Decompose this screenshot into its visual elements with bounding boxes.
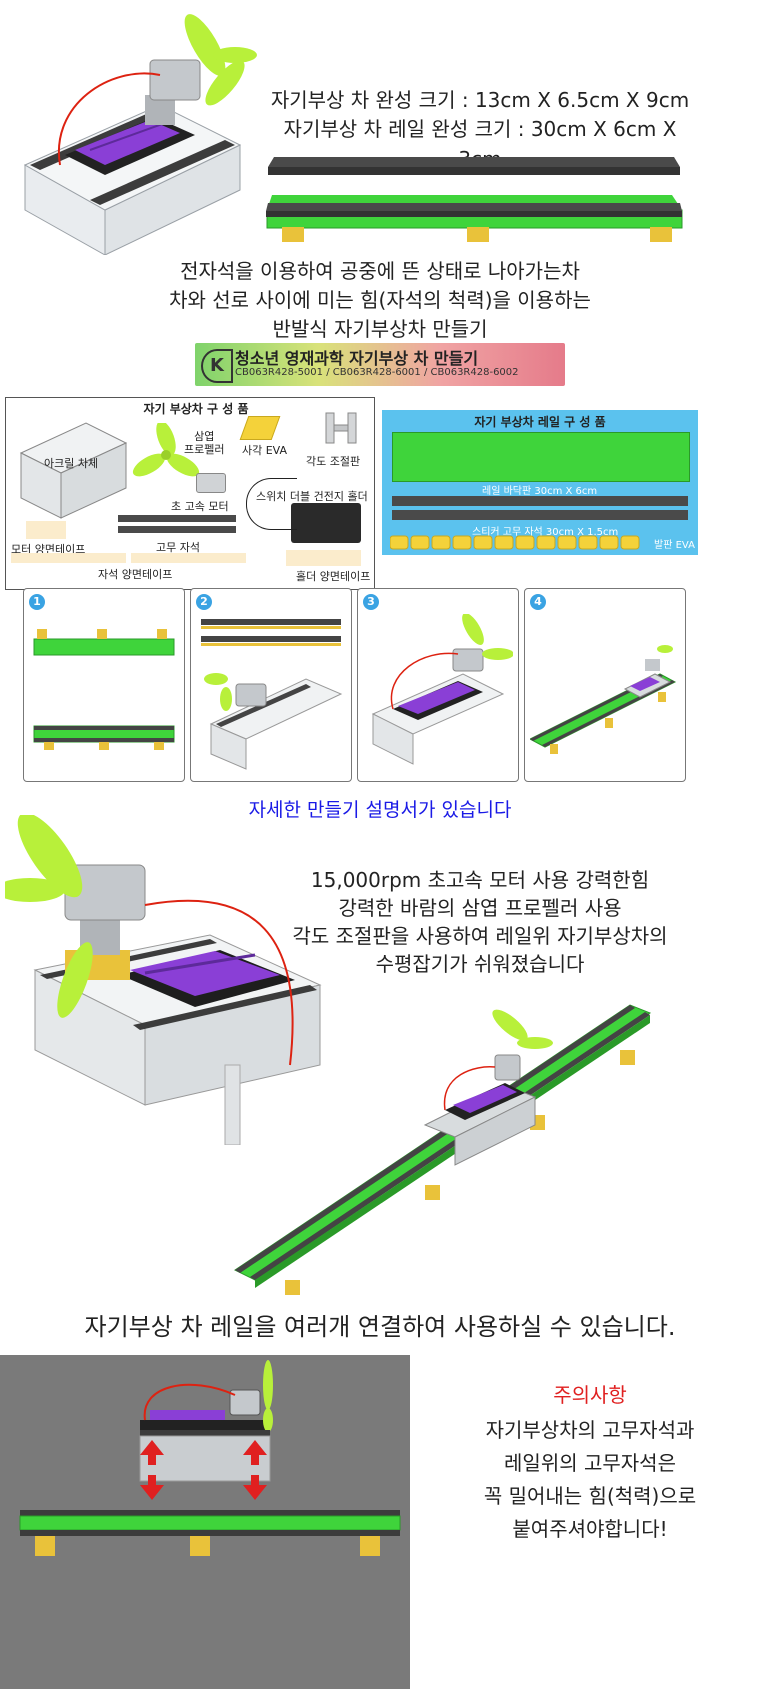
car-illustration-top bbox=[20, 5, 260, 256]
feature-line-4: 수평잡기가 쉬워졌습니다 bbox=[375, 952, 585, 976]
step-1-panel: 1 bbox=[23, 588, 185, 782]
motor-label: 초 고속 모터 bbox=[171, 500, 229, 513]
step-3-panel: 3 bbox=[357, 588, 519, 782]
step-4-number: 4 bbox=[530, 594, 546, 610]
kc-mark-icon: K bbox=[201, 349, 233, 383]
intro-line-3: 반발식 자기부상차 만들기 bbox=[272, 317, 488, 341]
caution-line-2: 레일위의 고무자석은 bbox=[504, 1451, 676, 1475]
rubber-magnet-image-1 bbox=[118, 515, 236, 522]
motor-tape-label: 모터 양면테이프 bbox=[11, 543, 86, 556]
repulsion-diagram bbox=[0, 1355, 410, 1689]
caution-line-4: 붙여주셔야합니다! bbox=[512, 1517, 668, 1541]
angle-plate-label: 각도 조절판 bbox=[306, 455, 361, 468]
sticker-magnet-label: 스티커 고무 자석 30cm X 1.5cm bbox=[472, 527, 619, 538]
car-parts-panel: 자기 부상차 구 성 품 아크릴 차체 삼엽 프로펠러 사각 EVA 각도 조절… bbox=[5, 397, 375, 590]
angle-plate-image bbox=[321, 408, 361, 448]
magnet-tape-label: 자석 양면테이프 bbox=[98, 568, 173, 581]
rail-illustration-top bbox=[262, 155, 690, 245]
long-rail-illustration bbox=[225, 995, 655, 1305]
square-eva-label: 사각 EVA bbox=[242, 444, 288, 457]
rail-floor-image bbox=[392, 432, 690, 482]
acrylic-body-image bbox=[16, 413, 131, 523]
propeller-image bbox=[131, 420, 201, 483]
propeller-label: 삼엽 프로펠러 bbox=[184, 430, 225, 456]
spec-line-1: 자기부상 차 완성 크기 : 13cm X 6.5cm X 9cm bbox=[270, 88, 690, 112]
motor-tape-image bbox=[26, 521, 66, 539]
step-4-panel: 4 bbox=[524, 588, 686, 782]
rubber-magnet-label: 고무 자석 bbox=[156, 541, 200, 554]
step-1-number: 1 bbox=[29, 594, 45, 610]
car-parts-title: 자기 부상차 구 성 품 bbox=[143, 402, 249, 416]
rail-floor-label: 레일 바닥판 30cm X 6cm bbox=[482, 486, 598, 497]
step-2-panel: 2 bbox=[190, 588, 352, 782]
rail-parts-panel: 자기 부상차 레일 구 성 품 레일 바닥판 30cm X 6cm 스티커 고무… bbox=[382, 410, 698, 555]
holder-tape-image bbox=[286, 550, 361, 566]
holder-wire bbox=[246, 478, 297, 530]
motor-image bbox=[196, 473, 226, 493]
rubber-magnet-image-2 bbox=[118, 526, 236, 533]
magnet-tape-image-1 bbox=[11, 553, 126, 563]
kc-codes: CB063R428-5001 / CB063R428-6001 / CB063R… bbox=[235, 367, 519, 378]
manual-note: 자세한 만들기 설명서가 있습니다 bbox=[248, 799, 512, 821]
square-eva-image bbox=[239, 416, 281, 440]
car-closeup-illustration bbox=[0, 812, 335, 1146]
sticker-magnet-image-1 bbox=[392, 496, 688, 506]
magnet-tape-image-2 bbox=[131, 553, 246, 563]
feature-line-3: 각도 조절판을 사용하여 레일위 자기부상차의 bbox=[292, 924, 668, 948]
caution-title: 주의사항 bbox=[553, 1383, 627, 1407]
step-2-number: 2 bbox=[196, 594, 212, 610]
feature-line-1: 15,000rpm 초고속 모터 사용 강력한힘 bbox=[310, 868, 650, 892]
step-3-number: 3 bbox=[363, 594, 379, 610]
caution-line-3: 꼭 밀어내는 힘(척력)으로 bbox=[483, 1484, 697, 1508]
intro-line-1: 전자석을 이용하여 공중에 뜬 상태로 나아가는차 bbox=[180, 259, 580, 283]
holder-tape-label: 홀더 양면테이프 bbox=[296, 570, 371, 583]
caution-line-1: 자기부상차의 고무자석과 bbox=[485, 1418, 695, 1442]
rail-parts-title: 자기 부상차 레일 구 성 품 bbox=[474, 415, 606, 429]
sticker-magnet-image-2 bbox=[392, 510, 688, 520]
kc-title: 청소년 영재과학 자기부상 차 만들기 bbox=[235, 349, 479, 368]
acrylic-body-label: 아크릴 차체 bbox=[44, 457, 99, 470]
connect-note: 자기부상 차 레일을 여러개 연결하여 사용하실 수 있습니다. bbox=[84, 1313, 676, 1341]
feature-line-2: 강력한 바람의 삼엽 프로펠러 사용 bbox=[338, 896, 622, 920]
intro-line-2: 차와 선로 사이에 미는 힘(자석의 척력)을 이용하는 bbox=[169, 288, 591, 312]
feet-eva-label: 발판 EVA bbox=[654, 540, 695, 551]
battery-holder-image bbox=[291, 503, 361, 543]
kc-certification-bar: K 청소년 영재과학 자기부상 차 만들기 CB063R428-5001 / C… bbox=[195, 343, 565, 386]
feet-eva-row bbox=[389, 534, 655, 550]
